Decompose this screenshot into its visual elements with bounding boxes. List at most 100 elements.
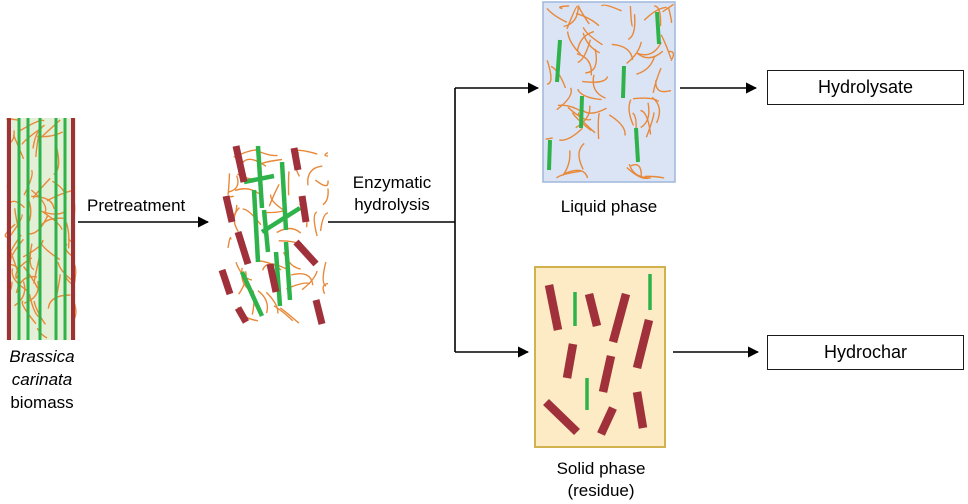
hemicellulose-strand [628, 99, 635, 126]
cellulose-fiber [239, 271, 265, 317]
hemicellulose-strand [655, 79, 672, 93]
biomass-fibers [7, 118, 75, 340]
hemicellulose-strand [667, 6, 673, 23]
hemicellulose-strand [279, 307, 300, 324]
liquid-phase-label: Liquid phase [560, 197, 658, 216]
hemicellulose-strand [46, 190, 72, 202]
hemicellulose-strand [559, 5, 570, 10]
hemicellulose-strand [640, 102, 650, 129]
hemicellulose-strand [319, 212, 329, 232]
biomass-illustration [4, 118, 77, 340]
lignin-rod [218, 268, 234, 296]
hemicellulose-strand [575, 105, 591, 129]
cellulose-fiber [273, 251, 283, 307]
hemicellulose-strand [15, 275, 38, 294]
hemicellulose-strand [227, 173, 231, 195]
hemicellulose-strand [301, 270, 318, 291]
lignin-rod [290, 147, 302, 171]
hemicellulose-strand [322, 261, 327, 287]
hemicellulose-strand [654, 5, 662, 27]
hemicellulose-strand [626, 41, 642, 64]
hemicellulose-strand [23, 169, 33, 196]
hemicellulose-strand [660, 34, 672, 60]
pretreatment-label: Pretreatment [87, 196, 186, 215]
solid-phase-label: Solid phase [556, 459, 646, 478]
cellulose-fiber [17, 118, 21, 340]
lignin-rod [598, 355, 616, 393]
hemicellulose-strand [562, 150, 571, 176]
cellulose-fiber [251, 189, 261, 263]
hemicellulose-strand [577, 88, 602, 101]
hemicellulose-strand [559, 127, 583, 141]
hemicellulose-strand [33, 300, 46, 325]
hemicellulose-strand [585, 48, 598, 74]
hemicellulose-strand [545, 137, 553, 140]
cellulose-fiber [54, 118, 58, 340]
hemicellulose-strand [597, 112, 600, 140]
lignin-rod [232, 145, 248, 183]
hemicellulose-strand [241, 158, 267, 167]
cellulose-fiber [38, 118, 42, 340]
biomass-label-genus: Brassica [9, 347, 75, 366]
hemicellulose-strand [662, 3, 674, 13]
cellulose-fiber [547, 139, 552, 171]
hydrochar-box: Hydrochar [767, 335, 964, 370]
hemicellulose-strand [608, 114, 626, 136]
hemicellulose-strand [307, 165, 323, 186]
cellulose-fiber [283, 241, 293, 301]
solid-cellulose [573, 274, 652, 410]
hemicellulose-strand [287, 171, 290, 196]
hemicellulose-strand [22, 239, 44, 258]
biomass-label-noun: biomass [10, 393, 74, 412]
hemicellulose-strand [576, 53, 593, 76]
hemicellulose-strand [227, 236, 232, 249]
hemicellulose-strand [40, 119, 61, 138]
lignin-rod [632, 318, 654, 370]
hemicellulose-strand [600, 4, 622, 12]
hemicellulose-strand [578, 142, 585, 170]
hemicellulose-strand [644, 175, 665, 179]
cellulose-fiber [655, 11, 661, 45]
hemicellulose-strand [273, 305, 294, 322]
pretreated-cellulose [239, 145, 302, 317]
hemicellulose-strand [227, 175, 239, 193]
hemicellulose-strand [32, 124, 45, 149]
hemicellulose-strand [627, 14, 636, 41]
hemicellulose-strand [21, 300, 37, 325]
solid-lignin [543, 284, 654, 436]
lignin-rod [544, 284, 563, 331]
lignin-rod [298, 195, 310, 223]
hemicellulose-strand [575, 12, 600, 27]
hemicellulose-strand [265, 291, 279, 314]
lignin-rod [632, 391, 648, 429]
hemicellulose-strand [555, 170, 581, 179]
cellulose-fiber [634, 127, 640, 163]
cellulose-fiber [243, 173, 275, 185]
cellulose-fiber [26, 118, 30, 340]
lignin-rod [608, 292, 631, 344]
lignin-rod [7, 118, 11, 340]
cellulose-fiber [555, 39, 562, 83]
hemicellulose-strand [546, 7, 568, 23]
hemicellulose-strand [643, 6, 667, 21]
hemicellulose-strand [592, 74, 606, 99]
hemicellulose-strand [32, 177, 51, 200]
hemicellulose-strand [630, 163, 643, 179]
liquid-hemicellulose [545, 3, 675, 180]
lignin-rod [234, 230, 252, 266]
hemicellulose-strand [636, 55, 656, 75]
liquid-cellulose [547, 11, 661, 171]
pretreated-biomass-illustration [218, 145, 329, 325]
lignin-rod [562, 343, 578, 379]
hemicellulose-strand [576, 30, 595, 52]
hemicellulose-strand [582, 27, 603, 46]
cellulose-fiber [621, 65, 626, 99]
hydrolysis-label: hydrolysis [354, 195, 430, 214]
hemicellulose-strand [313, 211, 318, 237]
enzymatic-label: Enzymatic [352, 173, 432, 192]
cellulose-fiber [260, 206, 302, 234]
pretreated-lignin [218, 145, 326, 325]
lignin-rod [543, 398, 580, 436]
lignin-rod [222, 195, 236, 223]
